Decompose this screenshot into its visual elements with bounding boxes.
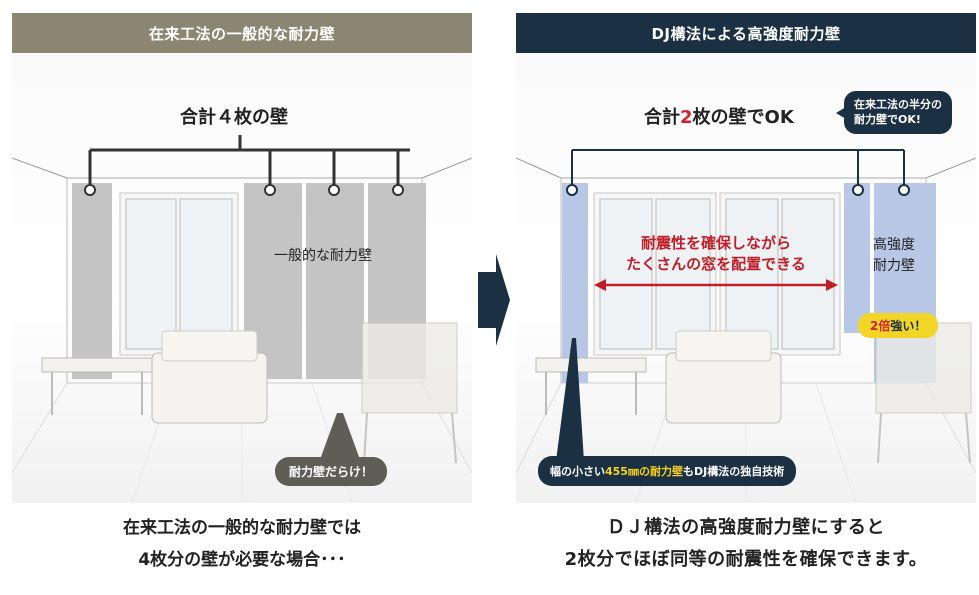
left-wall-1 bbox=[72, 183, 112, 379]
left-callout: 合計４枚の壁 bbox=[180, 107, 288, 128]
right-panel-header: DJ構法による高強度耐力壁 bbox=[516, 13, 976, 53]
left-caption-line1: 在来工法の一般的な耐力壁では bbox=[123, 518, 361, 538]
right-note-bubble: 在来工法の半分の 耐力壁でOK! bbox=[844, 91, 952, 134]
right-caption-line2: 2枚分でほぼ同等の耐震性を確保できます。 bbox=[564, 549, 928, 570]
left-caption-line2: 4枚分の壁が必要な場合･･･ bbox=[138, 550, 346, 570]
right-wall-label-line2: 耐力壁 bbox=[873, 258, 915, 274]
left-tip-badge: 耐力壁だらけ！ bbox=[275, 457, 388, 486]
arrow-right-icon bbox=[478, 254, 510, 346]
right-tip-badge: 幅の小さい455㎜の耐力壁もDJ構法の独自技術 bbox=[538, 456, 797, 486]
tip-suffix: もDJ構法の独自技術 bbox=[682, 465, 785, 478]
left-wall-label: 一般的な耐力壁 bbox=[274, 248, 372, 264]
right-room-drawing bbox=[516, 107, 976, 503]
right-note-line2: 耐力壁でOK! bbox=[854, 113, 921, 127]
strength-suffix: 強い！ bbox=[890, 319, 927, 333]
right-callout-number: 2 bbox=[680, 107, 693, 128]
strength-number: 2倍 bbox=[870, 319, 891, 333]
left-wall-3 bbox=[306, 183, 364, 379]
right-note-line1: 在来工法の半分の bbox=[854, 98, 942, 111]
strength-badge: 2倍強い！ bbox=[858, 313, 939, 338]
left-room-illustration: 合計４枚の壁 一般的な耐力壁 耐力壁だらけ！ bbox=[12, 53, 472, 503]
right-caption: ＤＪ構法の高強度耐力壁にすると 2枚分でほぼ同等の耐震性を確保できます。 bbox=[516, 512, 976, 576]
tip-prefix: 幅の小さい bbox=[550, 465, 605, 478]
left-panel-header: 在来工法の一般的な耐力壁 bbox=[12, 13, 472, 53]
right-caption-line1: ＤＪ構法の高強度耐力壁にすると bbox=[607, 517, 885, 538]
right-wall-label: 高強度 耐力壁 bbox=[873, 235, 915, 277]
right-wall-2 bbox=[844, 183, 870, 333]
left-caption: 在来工法の一般的な耐力壁では 4枚分の壁が必要な場合･･･ bbox=[12, 512, 472, 576]
right-callout-suffix: 枚の壁でOK bbox=[692, 107, 794, 128]
left-room-drawing bbox=[12, 135, 472, 503]
tip-highlight: 455㎜の耐力壁 bbox=[605, 465, 683, 478]
left-panel: 在来工法の一般的な耐力壁 bbox=[12, 13, 472, 503]
right-room-illustration: 合計2枚の壁でOK 在来工法の半分の 耐力壁でOK! 耐震性を確保しながら たく… bbox=[516, 53, 976, 503]
window-benefit-text: 耐震性を確保しながら たくさんの窓を配置できる bbox=[610, 233, 822, 275]
right-callout: 合計2枚の壁でOK bbox=[644, 103, 794, 129]
right-callout-prefix: 合計 bbox=[644, 107, 680, 128]
right-panel: DJ構法による高強度耐力壁 bbox=[516, 13, 976, 503]
right-wall-label-line1: 高強度 bbox=[873, 237, 915, 253]
window-benefit-line1: 耐震性を確保しながら bbox=[640, 234, 791, 252]
window-benefit-line2: たくさんの窓を配置できる bbox=[626, 255, 806, 273]
